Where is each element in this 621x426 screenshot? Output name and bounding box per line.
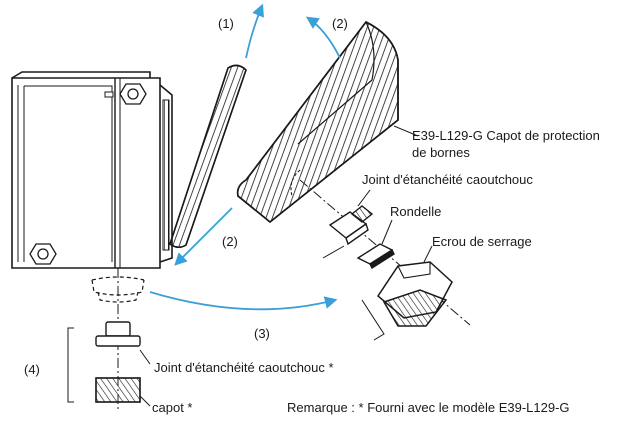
sensor-housing bbox=[11, 71, 173, 269]
step-4-label: (4) bbox=[24, 362, 40, 377]
step-2-top-label: (2) bbox=[332, 16, 348, 31]
cover-label-line2: de bornes bbox=[412, 145, 470, 160]
gasket-upper-label: Joint d'étanchéité caoutchouc bbox=[362, 172, 533, 187]
washer-label: Rondelle bbox=[390, 204, 441, 219]
step-2-bottom-label: (2) bbox=[222, 234, 238, 249]
tightening-nut bbox=[377, 261, 453, 327]
nut-label: Ecrou de serrage bbox=[432, 234, 532, 249]
leader-lines bbox=[139, 125, 433, 407]
cover-label-line1: E39-L129-G Capot de protection bbox=[412, 128, 600, 143]
arrow-step-2-bottom bbox=[174, 207, 233, 266]
rubber-gasket-upper bbox=[328, 205, 374, 246]
step-3-label: (3) bbox=[254, 326, 270, 341]
movement-arrows bbox=[149, 3, 341, 311]
group-bracket-3 bbox=[361, 299, 385, 341]
terminal-cover bbox=[236, 20, 399, 224]
step-1-label: (1) bbox=[218, 16, 234, 31]
rubber-gasket-lower bbox=[95, 321, 141, 347]
washer-part bbox=[356, 243, 395, 270]
group-bracket-4 bbox=[67, 327, 74, 403]
arrow-step-2-top bbox=[305, 16, 341, 59]
remark-note: Remarque : * Fourni avec le modèle E39-L… bbox=[287, 400, 570, 415]
gasket-lower-label: Joint d'étanchéité caoutchouc * bbox=[154, 360, 334, 375]
cap-label: capot * bbox=[152, 400, 192, 415]
arrow-step-3 bbox=[149, 291, 338, 311]
arrow-step-1 bbox=[245, 3, 264, 59]
hex-screw-bottom-icon bbox=[29, 243, 57, 265]
hex-screw-top-icon bbox=[119, 83, 147, 105]
housing-lid bbox=[169, 64, 247, 248]
cap-part bbox=[95, 377, 141, 403]
